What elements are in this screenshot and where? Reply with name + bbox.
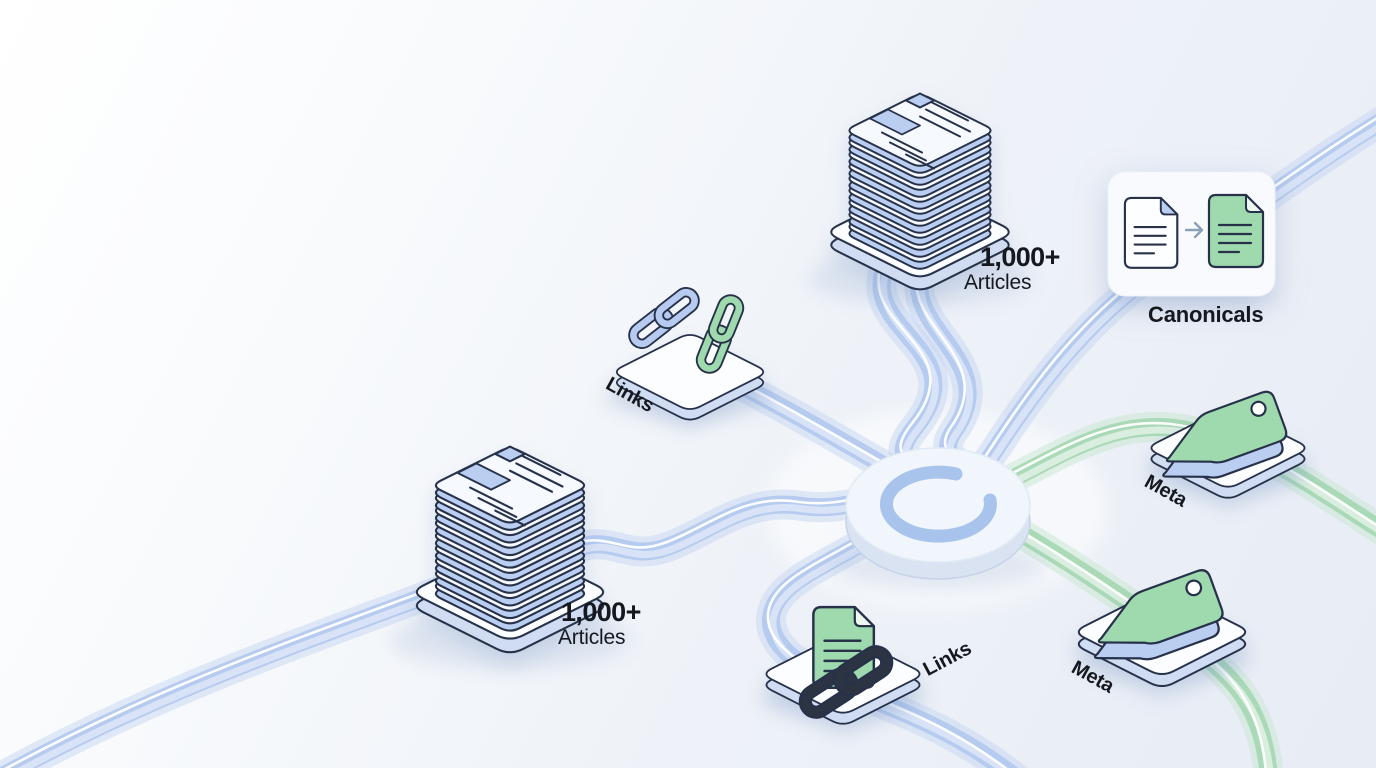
articles-left-label: Articles <box>558 626 626 649</box>
document-icon-source <box>1123 196 1179 269</box>
processing-hub <box>845 447 1031 580</box>
document-icon-canonical <box>1207 193 1265 269</box>
articles-left-count: 1,000+ <box>561 597 641 627</box>
articles-top-count: 1,000+ <box>980 242 1060 272</box>
articles-top-label: Articles <box>964 271 1032 294</box>
sync-ring-icon <box>879 465 997 543</box>
canonicals-card <box>1107 171 1276 297</box>
canonicals-label: Canonicals <box>1148 302 1264 327</box>
hub-disc-top <box>845 447 1031 563</box>
arrow-right-icon <box>1184 221 1204 239</box>
